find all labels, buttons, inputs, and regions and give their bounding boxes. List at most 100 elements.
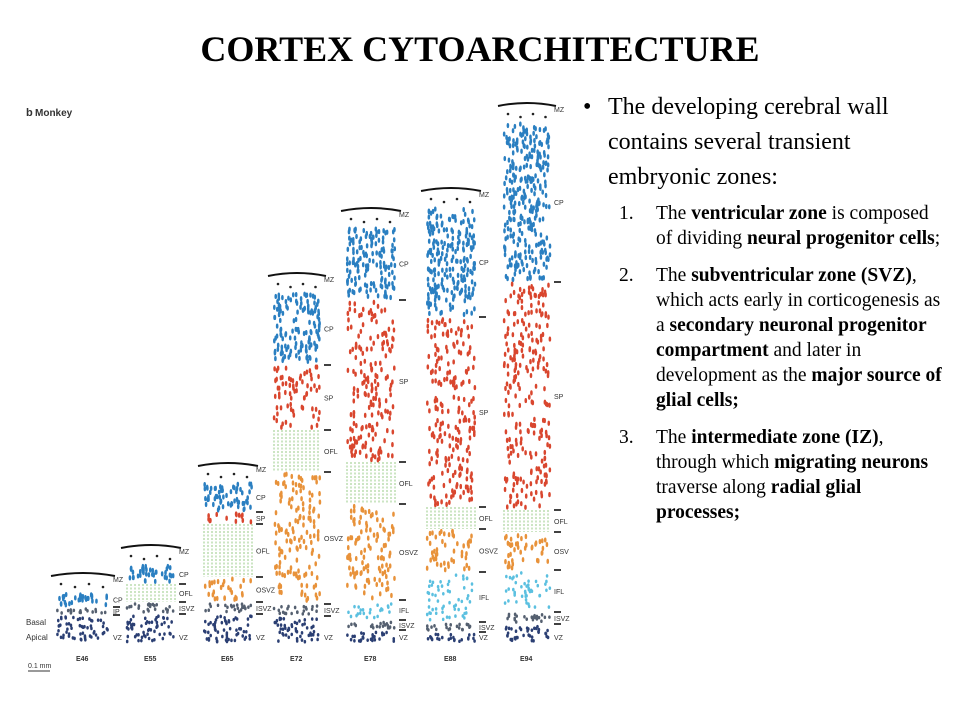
cell	[213, 579, 216, 585]
cell	[348, 235, 351, 241]
list-text: and later in development as the	[656, 340, 862, 386]
cell	[363, 358, 367, 364]
cell	[508, 168, 512, 174]
cell	[274, 530, 278, 536]
cell	[378, 360, 382, 366]
cell	[523, 589, 527, 594]
stage-label: E78	[364, 656, 377, 663]
cell	[301, 343, 304, 349]
cell	[209, 633, 213, 638]
cell	[275, 333, 279, 339]
cell	[515, 501, 518, 507]
zone-band-sp	[426, 317, 477, 508]
cell	[441, 617, 445, 622]
zone-band-vz	[56, 615, 109, 642]
mz-cell	[245, 475, 249, 479]
cell	[372, 402, 375, 408]
cortex-column-e65	[197, 462, 263, 644]
cell	[376, 303, 380, 309]
cell	[347, 317, 350, 323]
zone-band-osvz	[273, 471, 322, 603]
cell	[308, 319, 311, 325]
zone-band-ifl	[425, 573, 474, 622]
cell	[439, 579, 442, 584]
cell	[393, 275, 396, 281]
cell	[535, 322, 538, 329]
cell	[86, 625, 89, 630]
cell	[364, 251, 368, 257]
cell	[387, 536, 390, 542]
cell	[463, 263, 467, 269]
cell	[392, 365, 396, 371]
cell	[434, 362, 438, 369]
cell	[443, 256, 447, 262]
cell	[441, 408, 444, 415]
cell	[361, 635, 365, 640]
cell	[428, 461, 432, 467]
cell	[473, 306, 476, 312]
cell	[531, 349, 535, 355]
cell	[434, 593, 437, 598]
cell	[283, 623, 287, 628]
cell	[171, 573, 175, 579]
cell	[468, 451, 471, 457]
cell	[546, 628, 549, 633]
cell	[504, 298, 507, 304]
cell	[447, 627, 450, 632]
cell	[358, 519, 361, 526]
cell	[286, 531, 290, 538]
cell	[525, 601, 528, 605]
cell	[454, 424, 458, 431]
cell	[62, 593, 66, 600]
cell	[133, 634, 137, 639]
cell	[438, 637, 441, 642]
cell	[436, 418, 439, 424]
cell	[545, 588, 548, 593]
cell	[354, 354, 358, 361]
cell	[518, 269, 522, 275]
cell	[508, 209, 511, 216]
cell	[208, 580, 211, 586]
cell	[362, 249, 365, 256]
cell	[534, 579, 538, 584]
cell	[309, 342, 312, 348]
cell	[433, 297, 437, 303]
cell	[532, 130, 535, 136]
zone-band-ofl	[346, 462, 396, 504]
cell	[374, 241, 378, 247]
cell	[438, 426, 442, 432]
zone-label: SP	[324, 396, 334, 403]
cell	[427, 598, 431, 602]
cell	[360, 631, 363, 635]
cell	[537, 293, 541, 300]
cell	[545, 579, 548, 584]
cell	[393, 246, 397, 252]
cell	[357, 535, 361, 541]
cell	[361, 608, 365, 612]
cell	[354, 583, 357, 589]
cell	[349, 514, 353, 520]
cell	[543, 386, 546, 392]
cell	[311, 633, 315, 637]
cell	[450, 328, 453, 334]
cell	[233, 498, 236, 504]
cell	[433, 257, 437, 263]
cell	[506, 122, 510, 129]
cell	[366, 568, 370, 574]
cell	[207, 513, 210, 519]
cell	[447, 532, 451, 538]
cell	[436, 584, 440, 589]
cell	[349, 436, 353, 442]
cell	[84, 595, 87, 601]
cell	[519, 214, 523, 221]
cell	[214, 485, 217, 491]
cell	[447, 361, 450, 367]
cell	[357, 435, 361, 441]
cell	[430, 289, 433, 295]
cell	[503, 252, 507, 258]
cell	[166, 616, 169, 621]
cell	[392, 327, 396, 333]
cell	[541, 545, 545, 551]
cell	[440, 309, 443, 316]
cell	[233, 485, 236, 491]
